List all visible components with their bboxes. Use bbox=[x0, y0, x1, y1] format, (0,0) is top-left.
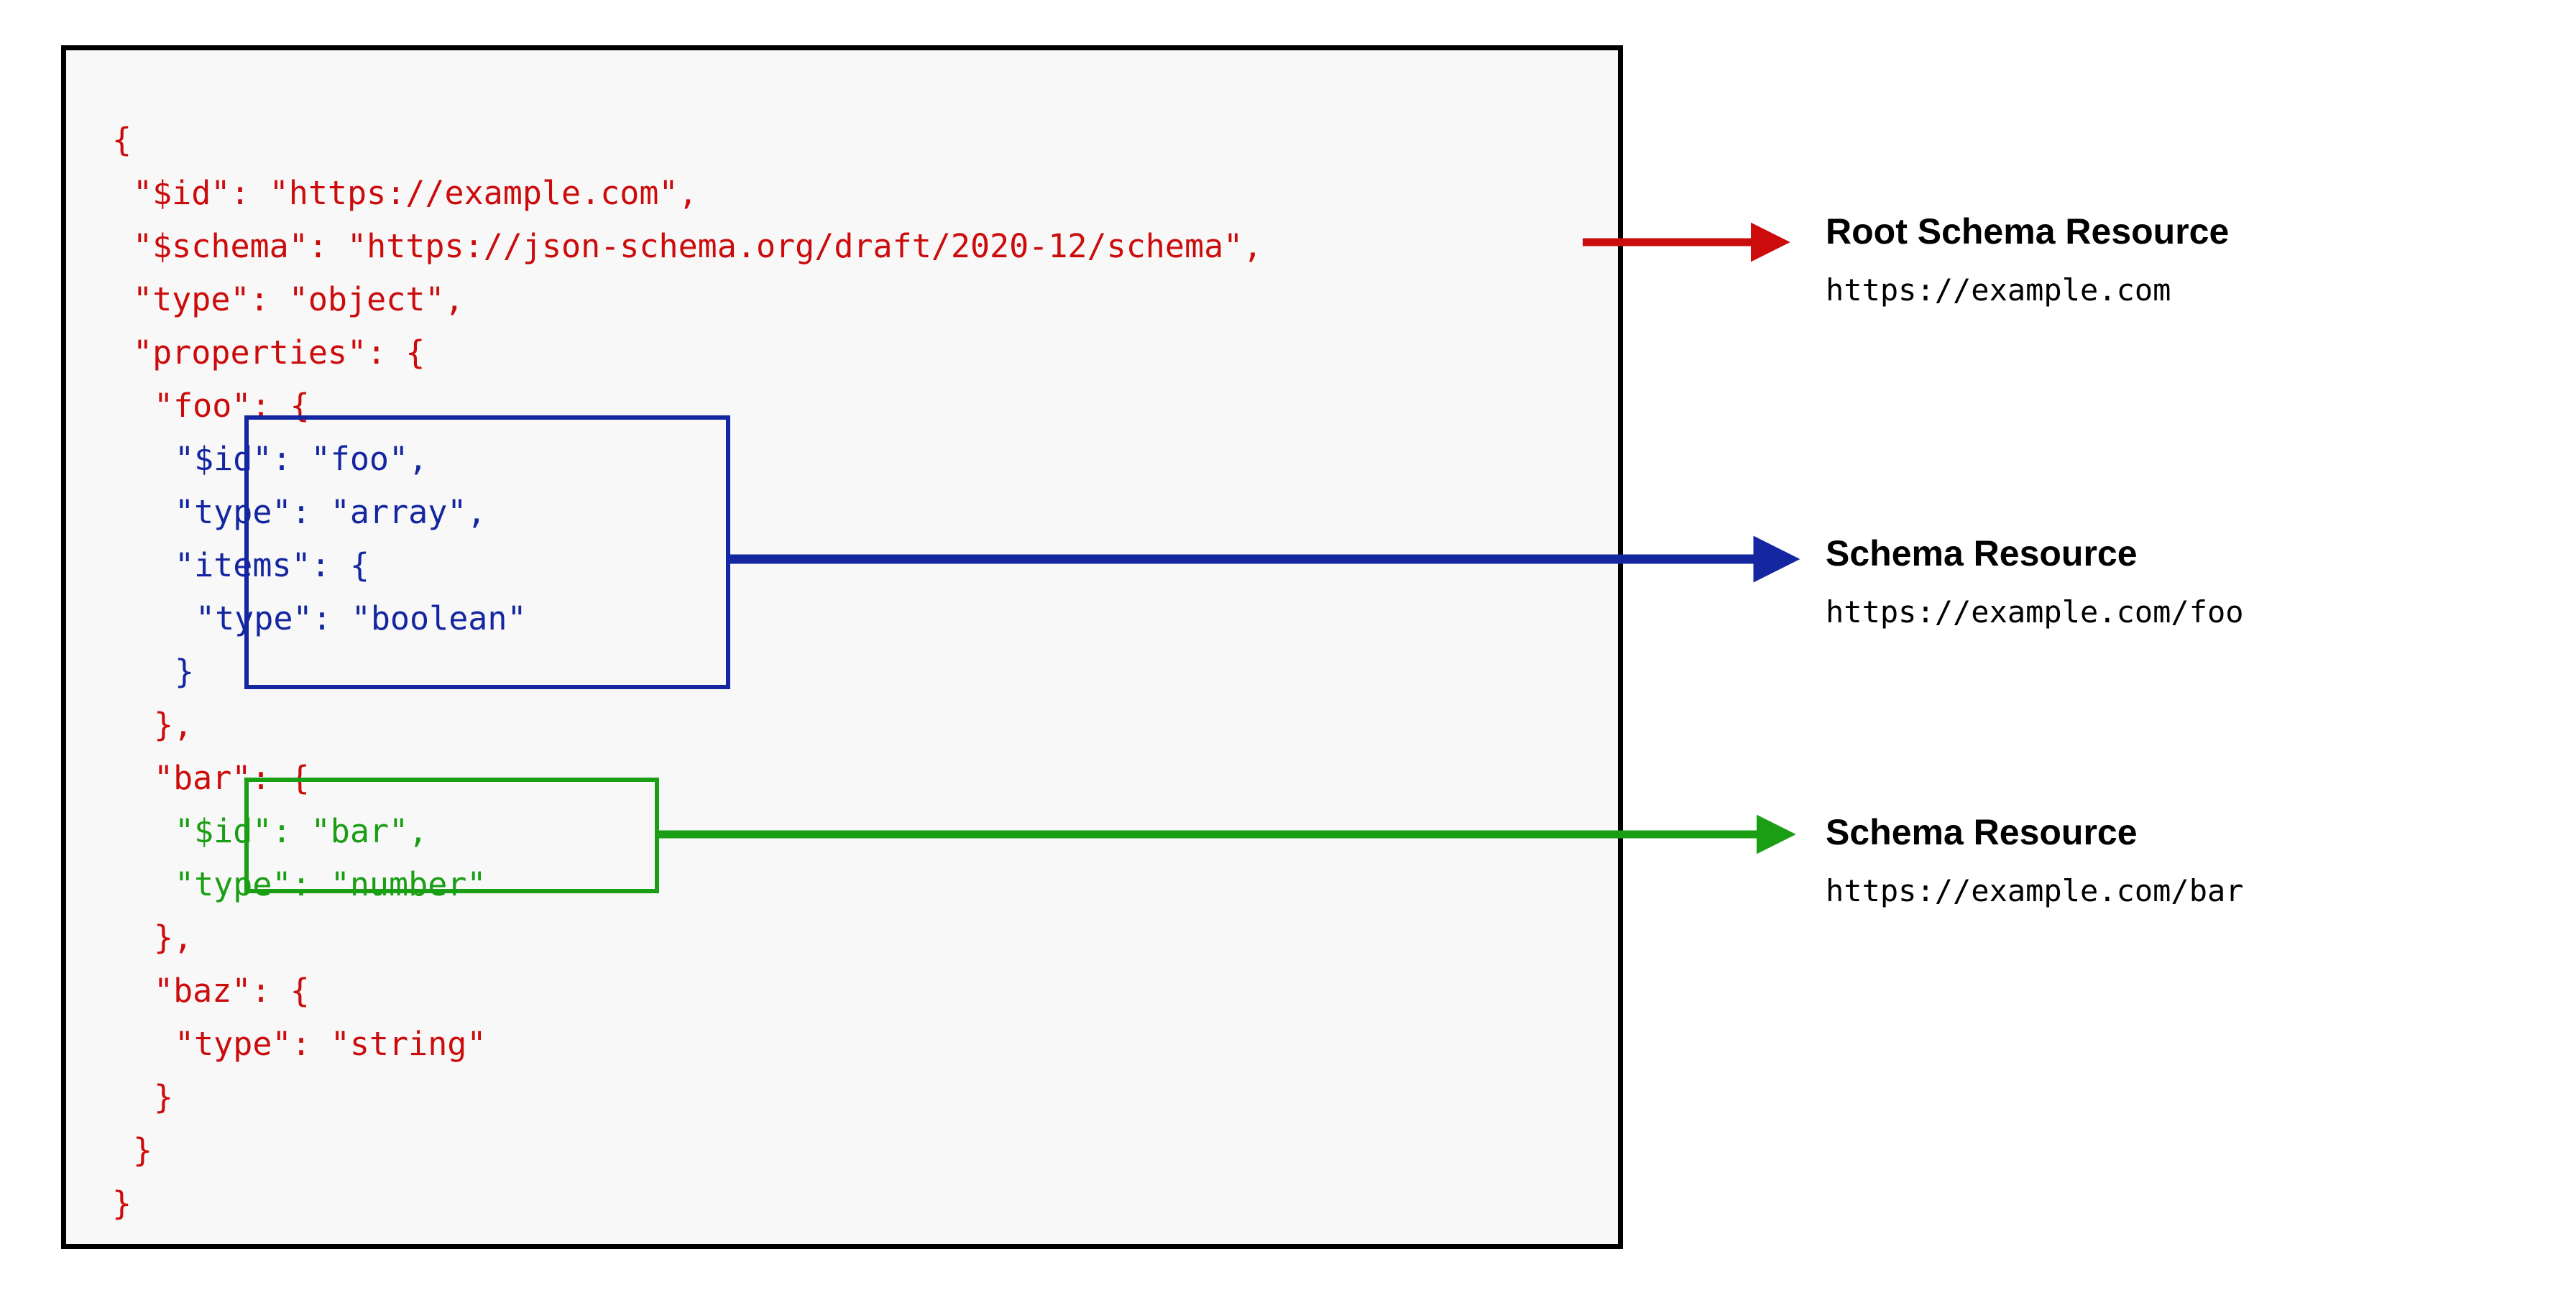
code-line: } bbox=[112, 1184, 132, 1222]
annotation-root-schema-resource: Root Schema Resource https://example.com bbox=[1826, 210, 2229, 309]
annotation-bar-schema-resource: Schema Resource https://example.com/bar bbox=[1826, 811, 2244, 910]
code-line: "foo": { bbox=[154, 387, 310, 425]
json-schema-code: {"$id": "https://example.com", "$schema":… bbox=[66, 50, 1618, 1244]
code-line: "items": { bbox=[175, 546, 369, 584]
code-line: "type": "string" bbox=[175, 1025, 487, 1063]
foo-subschema-box bbox=[244, 415, 730, 689]
schema-code-panel: {"$id": "https://example.com", "$schema":… bbox=[61, 45, 1623, 1249]
code-line: } bbox=[154, 1078, 174, 1116]
annotation-title: Root Schema Resource bbox=[1826, 211, 2230, 252]
annotation-uri: https://example.com/foo bbox=[1826, 594, 2244, 630]
annotation-foo-schema-resource: Schema Resource https://example.com/foo bbox=[1826, 532, 2244, 631]
code-line: "properties": { bbox=[133, 333, 426, 372]
code-line: "type": "array", bbox=[175, 493, 487, 531]
code-line: "$schema": "https://json-schema.org/draf… bbox=[133, 227, 1263, 265]
code-line: "type": "number" bbox=[175, 865, 487, 903]
annotation-title: Schema Resource bbox=[1826, 533, 2138, 573]
code-line: "baz": { bbox=[154, 972, 310, 1010]
code-line: "type": "boolean" bbox=[196, 599, 527, 637]
code-line: } bbox=[175, 653, 195, 691]
annotation-uri: https://example.com bbox=[1826, 272, 2171, 308]
code-line: } bbox=[133, 1131, 153, 1169]
code-line: "type": "object", bbox=[133, 280, 464, 318]
code-line: }, bbox=[154, 918, 193, 957]
code-line: "$id": "https://example.com", bbox=[133, 174, 698, 212]
annotation-title: Schema Resource bbox=[1826, 812, 2138, 852]
code-line: "$id": "bar", bbox=[175, 812, 428, 850]
code-line: "$id": "foo", bbox=[175, 440, 428, 478]
bar-subschema-box bbox=[244, 778, 659, 893]
annotation-uri: https://example.com/bar bbox=[1826, 873, 2244, 908]
code-line: { bbox=[112, 121, 132, 159]
code-line: }, bbox=[154, 706, 193, 744]
